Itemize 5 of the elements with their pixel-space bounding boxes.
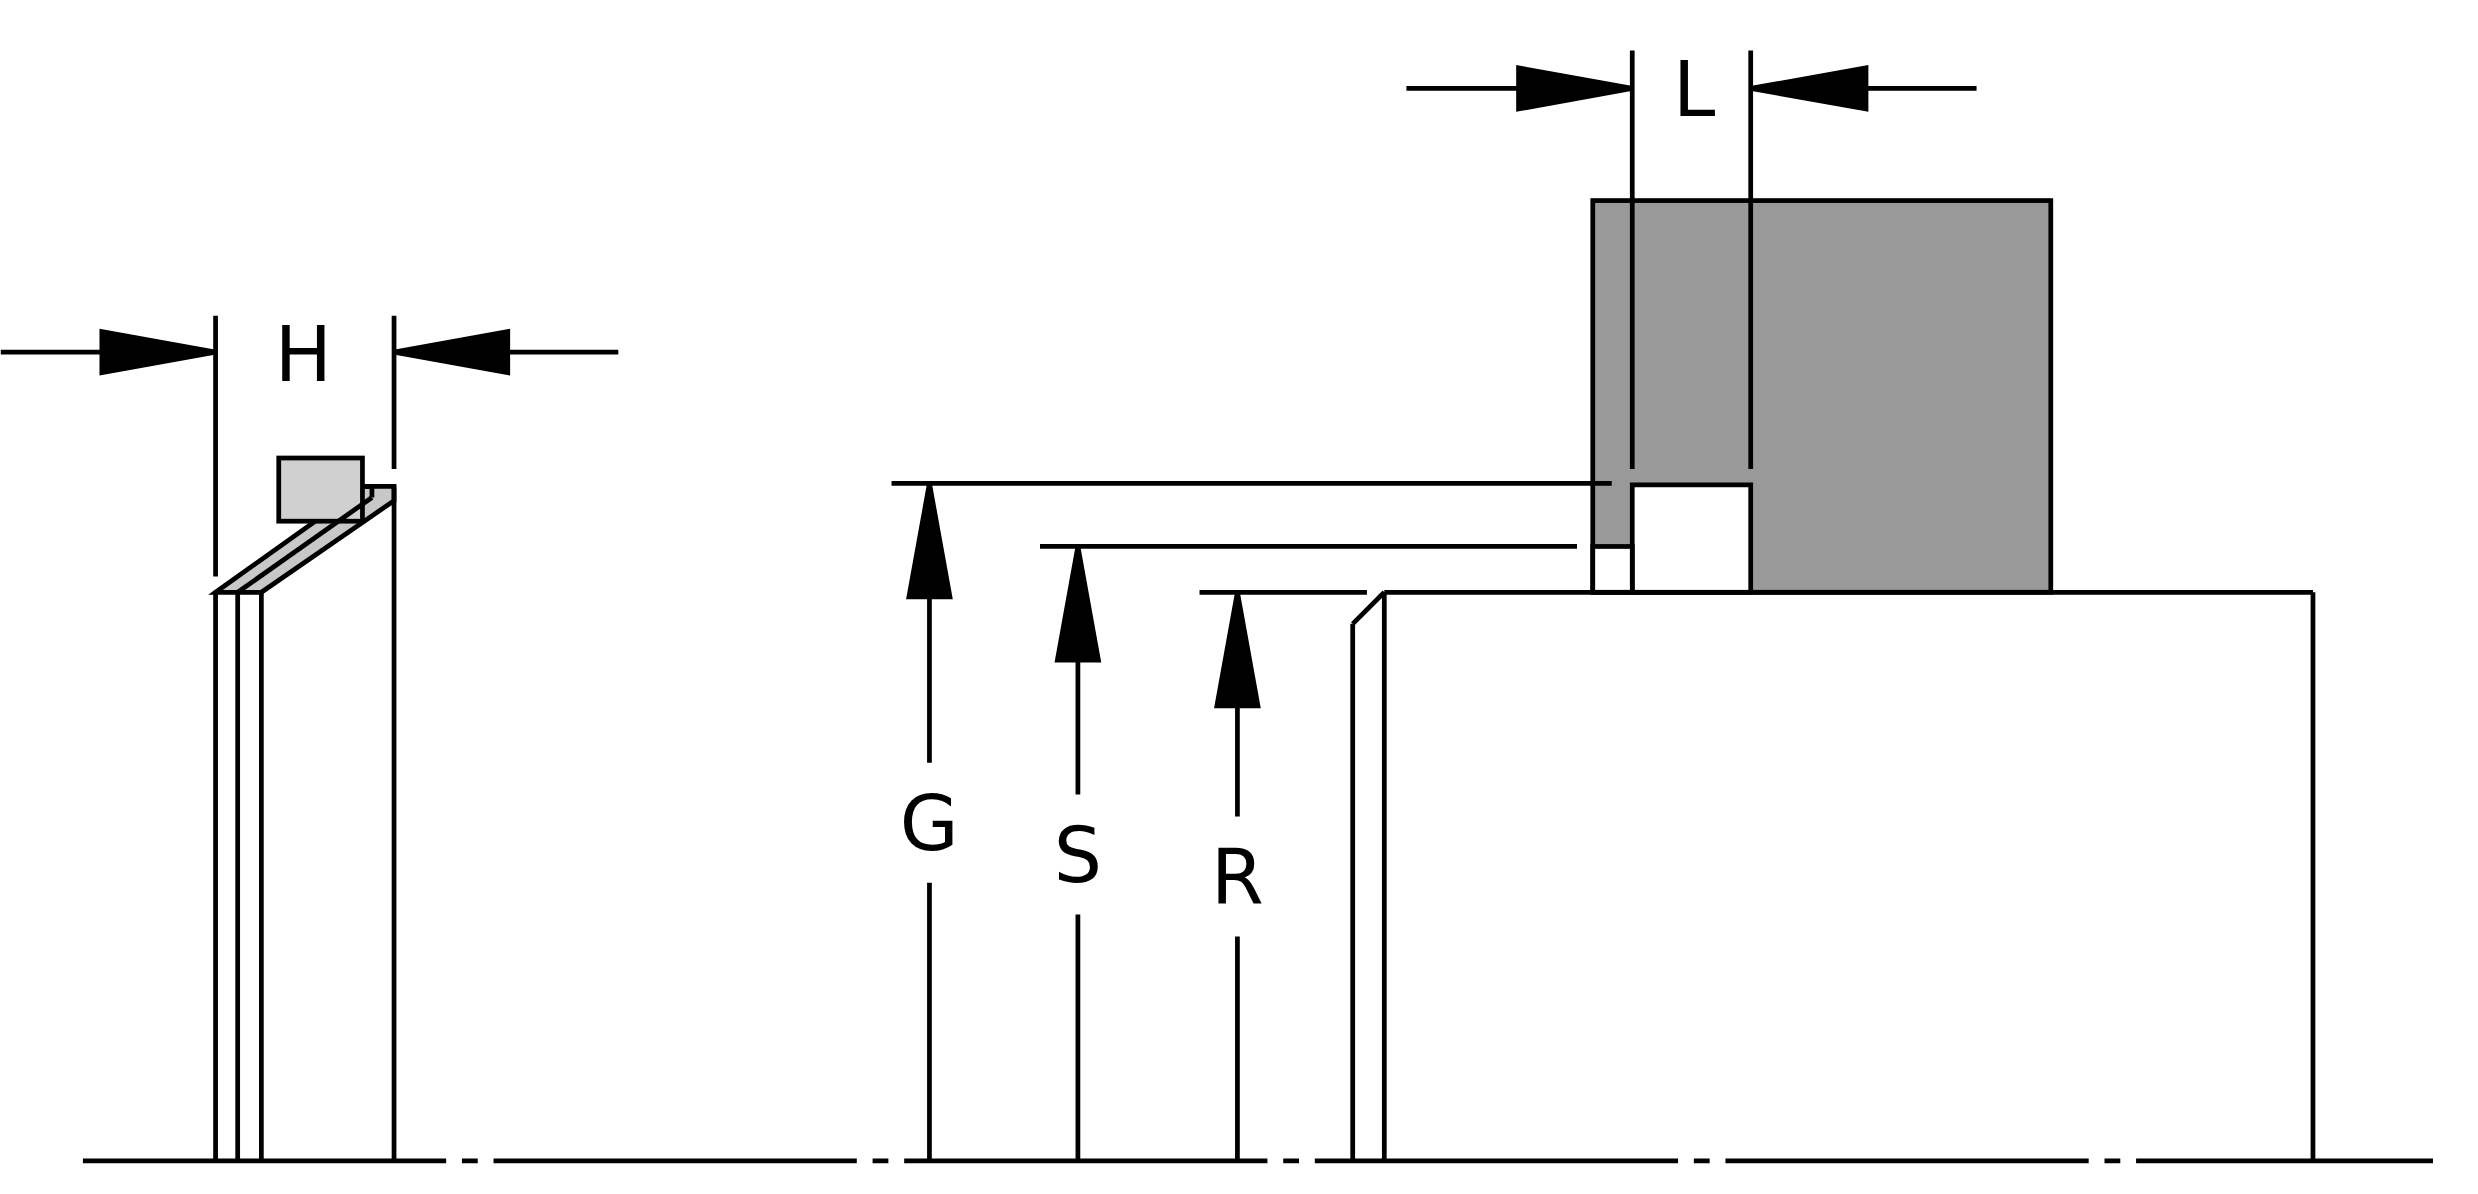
dimension-label: G (899, 786, 959, 863)
dimension-label: H (274, 317, 332, 394)
dimension-label: S (1053, 818, 1102, 894)
dimension-label: R (1211, 840, 1264, 917)
dimension-label: L (1672, 52, 1716, 128)
